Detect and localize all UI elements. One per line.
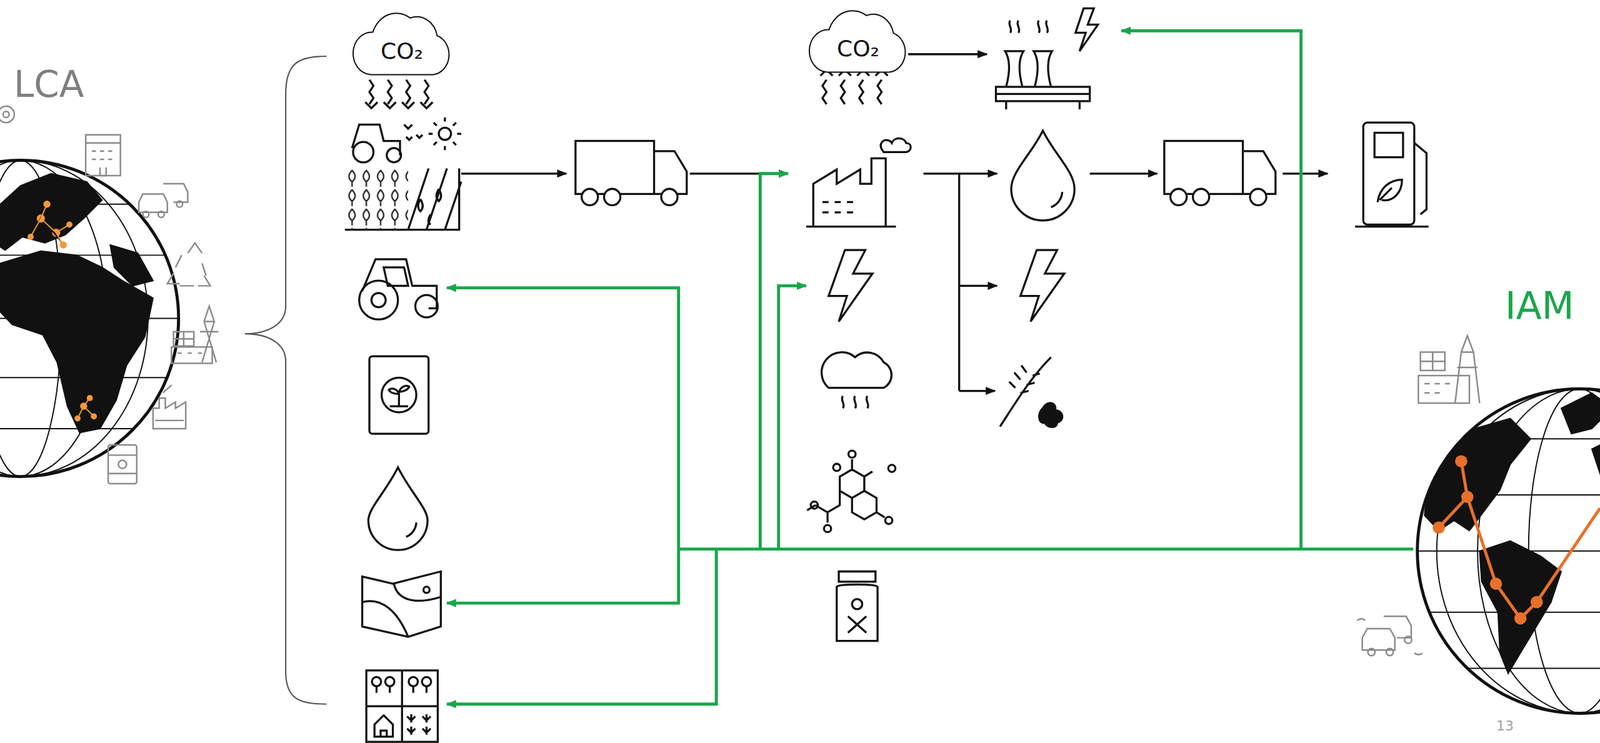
cloud-path	[353, 13, 450, 75]
cloud-path	[809, 10, 906, 72]
iam-links	[446, 30, 1414, 705]
outputs	[923, 122, 1429, 427]
cloud-label: CO₂	[380, 21, 424, 64]
lca-icons	[0, 106, 219, 484]
power-plant	[995, 8, 1098, 110]
conversion-column	[806, 54, 987, 642]
co2-cloud: CO₂	[806, 3, 910, 77]
section-label: IAM	[1505, 285, 1575, 327]
bracket	[245, 56, 327, 705]
iam-globe	[1408, 388, 1600, 714]
cloud-label: CO₂	[836, 19, 880, 62]
section-label: LCA	[13, 65, 85, 105]
inputs-column	[345, 80, 462, 743]
iam-icons	[1356, 335, 1480, 656]
truck-icon	[461, 141, 788, 206]
co2-cloud: CO₂	[350, 6, 454, 80]
page-number: 13	[1496, 718, 1514, 734]
